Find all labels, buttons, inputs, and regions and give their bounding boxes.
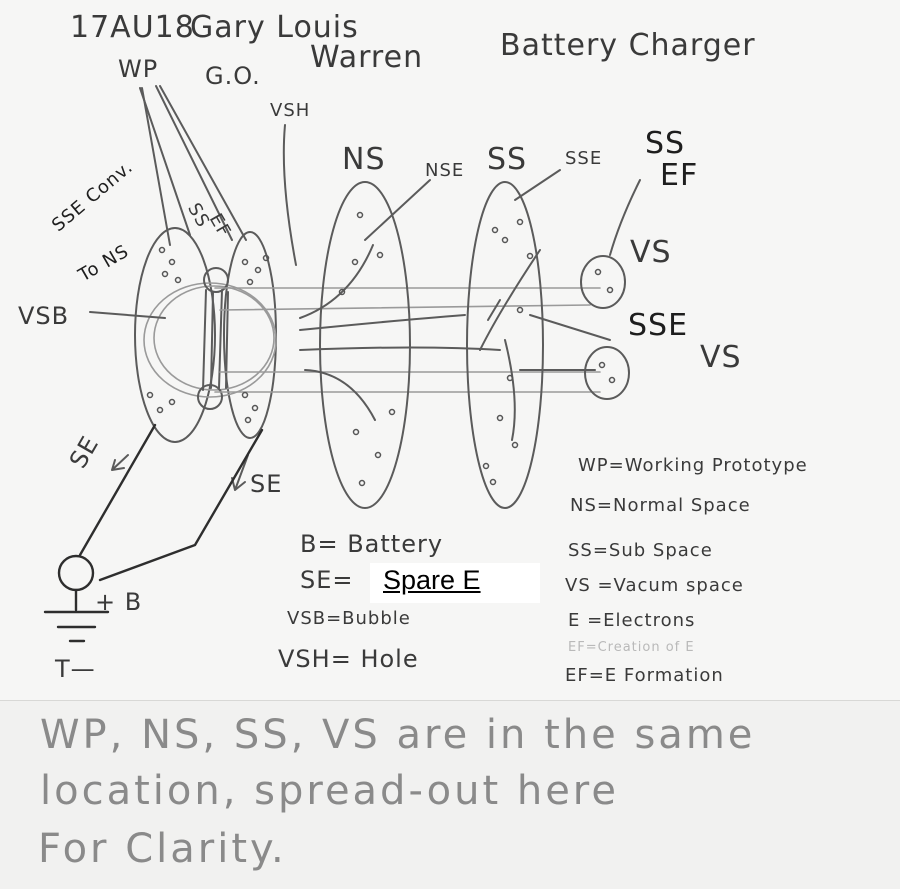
wp-outer-oval <box>134 227 216 443</box>
sse-label-mid: SSE <box>628 308 689 343</box>
sse-label-top: SSE <box>565 148 603 169</box>
vs-label-top: VS <box>630 235 672 270</box>
legend-ss: SS=Sub Space <box>568 540 713 561</box>
legend-ns: NS=Normal Space <box>570 495 751 516</box>
vsb-label: VSB <box>18 302 70 330</box>
ef-circle-top <box>203 267 229 293</box>
electron-dots <box>146 211 616 487</box>
legend-vs: VS =Vacum space <box>565 575 744 596</box>
ns-label: NS <box>342 142 386 177</box>
legend-ef: EF=E Formation <box>565 665 724 686</box>
nse-label: NSE <box>425 160 465 181</box>
battery-circle <box>57 554 95 592</box>
footer-line-3: For Clarity. <box>38 826 287 872</box>
vs-circle-bottom <box>584 346 630 400</box>
legend-vsb: VSB=Bubble <box>287 608 411 629</box>
battery-wire-left <box>78 423 157 557</box>
ss-label: SS <box>487 142 528 177</box>
wp-inner-oval <box>223 231 277 439</box>
ssef-pointer <box>609 179 641 256</box>
sse-pointer <box>514 169 561 201</box>
vsh-pointer <box>282 124 297 266</box>
ground-symbol <box>43 588 110 643</box>
battery-wire-right <box>98 428 264 582</box>
vs-circle-top <box>580 255 626 309</box>
nse-pointer <box>364 179 431 241</box>
legend-wp: WP=Working Prototype <box>578 455 808 476</box>
ss-oval <box>466 181 544 509</box>
ns-oval <box>319 181 411 509</box>
legend-b: B= Battery <box>300 530 444 558</box>
spare-e-overlay <box>370 563 540 603</box>
se-label-mid: SE <box>250 470 283 498</box>
vs-label-mid: VS <box>700 340 742 375</box>
vsh-label: VSH <box>270 100 311 121</box>
ss-ef-label-2: EF <box>660 158 699 193</box>
se-arrow-left <box>111 454 129 471</box>
date-label: 17AU18 <box>70 10 195 45</box>
ss-ef-label-1: SS <box>645 126 686 161</box>
legend-e: E =Electrons <box>568 610 696 631</box>
vsh-tube <box>202 289 229 391</box>
diagram-title: Battery Charger <box>500 28 756 63</box>
wp-label: WP <box>118 55 159 83</box>
vsb-pointer <box>89 311 166 319</box>
ef-circle-bottom <box>197 384 223 410</box>
author-line-2: Warren <box>310 40 424 75</box>
legend-se-prefix: SE= <box>300 566 354 594</box>
wp-pointer-lines <box>139 85 247 246</box>
lower-paper <box>0 700 900 889</box>
footer-line-1: WP, NS, SS, VS are in the same <box>40 712 756 758</box>
battery-plus-label: + B <box>95 588 143 616</box>
legend-vsh: VSH= Hole <box>278 645 419 673</box>
legend-se-value: Spare E <box>383 565 481 595</box>
battery-minus-label: T— <box>55 655 96 683</box>
vsb-bubble <box>143 282 277 398</box>
author-line-1: Gary Louis <box>190 10 359 45</box>
legend-faded: EF=Creation of E <box>568 640 695 655</box>
initials-label: G.O. <box>205 62 261 90</box>
footer-line-2: location, spread-out here <box>40 768 619 814</box>
